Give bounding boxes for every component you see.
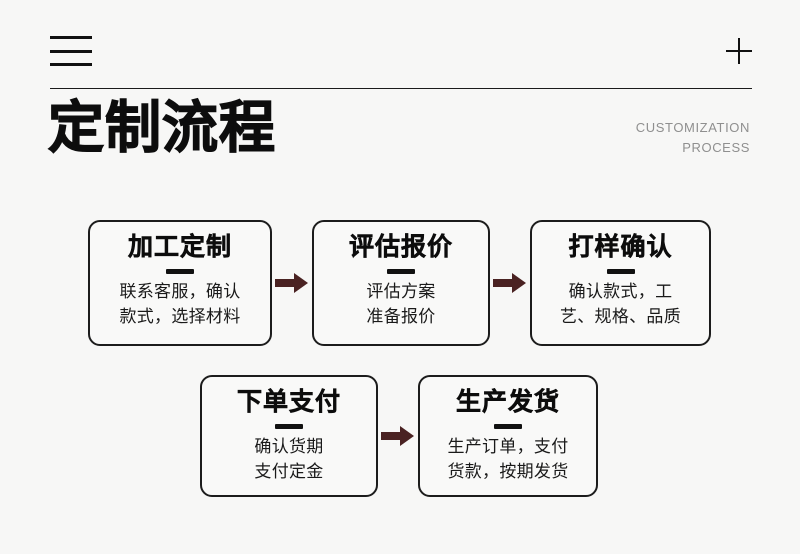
flow-step-description: 联系客服，确认 款式，选择材料 (119, 279, 240, 329)
flow-step-description: 确认款式，工 艺、规格、品质 (560, 279, 681, 329)
arrow-right-icon (272, 270, 312, 296)
flow-step-desc-line: 联系客服，确认 (119, 282, 241, 301)
flow-step-divider (606, 269, 635, 274)
flow-step-divider (387, 269, 415, 274)
hamburger-line-3 (50, 63, 92, 66)
hamburger-icon[interactable] (50, 36, 92, 66)
flow-step-divider (494, 424, 522, 429)
hamburger-line-2 (50, 49, 92, 53)
flow-step-sample-confirmation[interactable]: 打样确认 确认款式，工 艺、规格、品质 (530, 220, 711, 346)
flow-step-title: 加工定制 (127, 233, 232, 262)
flow-step-desc-line: 货款，按期发货 (447, 462, 569, 481)
hamburger-line-1 (50, 36, 92, 39)
header-bar (50, 26, 752, 88)
arrow-right-icon (490, 270, 530, 296)
flow-step-title: 打样确认 (568, 233, 673, 262)
subtitle-line-1: CUSTOMIZATION (635, 120, 750, 135)
flow-step-description: 生产订单，支付 货款，按期发货 (447, 434, 568, 484)
flow-step-desc-line: 确认款式，工 (568, 282, 673, 301)
flow-step-processing-customization[interactable]: 加工定制 联系客服，确认 款式，选择材料 (88, 220, 272, 346)
page-subtitle-english: CUSTOMIZATION PROCESS (490, 118, 750, 158)
flow-step-desc-line: 支付定金 (254, 462, 324, 481)
subtitle-line-2: PROCESS (682, 140, 750, 155)
flow-step-desc-line: 生产订单，支付 (447, 437, 569, 456)
flow-step-desc-line: 款式，选择材料 (119, 307, 241, 326)
flow-step-evaluation-quotation[interactable]: 评估报价 评估方案 准备报价 (312, 220, 490, 346)
flow-step-desc-line: 准备报价 (366, 307, 436, 326)
flow-step-title: 下单支付 (236, 388, 341, 417)
flow-row-1: 加工定制 联系客服，确认 款式，选择材料 评估报价 评估方案 准备报价 打样确认… (88, 220, 711, 346)
flow-step-title: 生产发货 (455, 388, 560, 417)
page-title: 定制流程 (47, 95, 276, 159)
flow-step-desc-line: 评估方案 (366, 282, 436, 301)
flow-step-desc-line: 艺、规格、品质 (559, 307, 682, 326)
header-divider (50, 88, 752, 89)
flow-step-description: 评估方案 准备报价 (366, 279, 435, 329)
flow-step-production-shipping[interactable]: 生产发货 生产订单，支付 货款，按期发货 (418, 375, 598, 497)
flow-step-divider (275, 424, 303, 429)
flow-step-order-payment[interactable]: 下单支付 确认货期 支付定金 (200, 375, 378, 497)
flow-step-desc-line: 确认货期 (254, 437, 324, 456)
plus-icon[interactable] (726, 38, 752, 64)
arrow-right-icon (378, 423, 418, 449)
flow-step-title: 评估报价 (348, 233, 453, 262)
flow-row-2: 下单支付 确认货期 支付定金 生产发货 生产订单，支付 货款，按期发货 (200, 375, 598, 497)
flow-step-description: 确认货期 支付定金 (254, 434, 323, 484)
flow-step-divider (166, 269, 194, 274)
